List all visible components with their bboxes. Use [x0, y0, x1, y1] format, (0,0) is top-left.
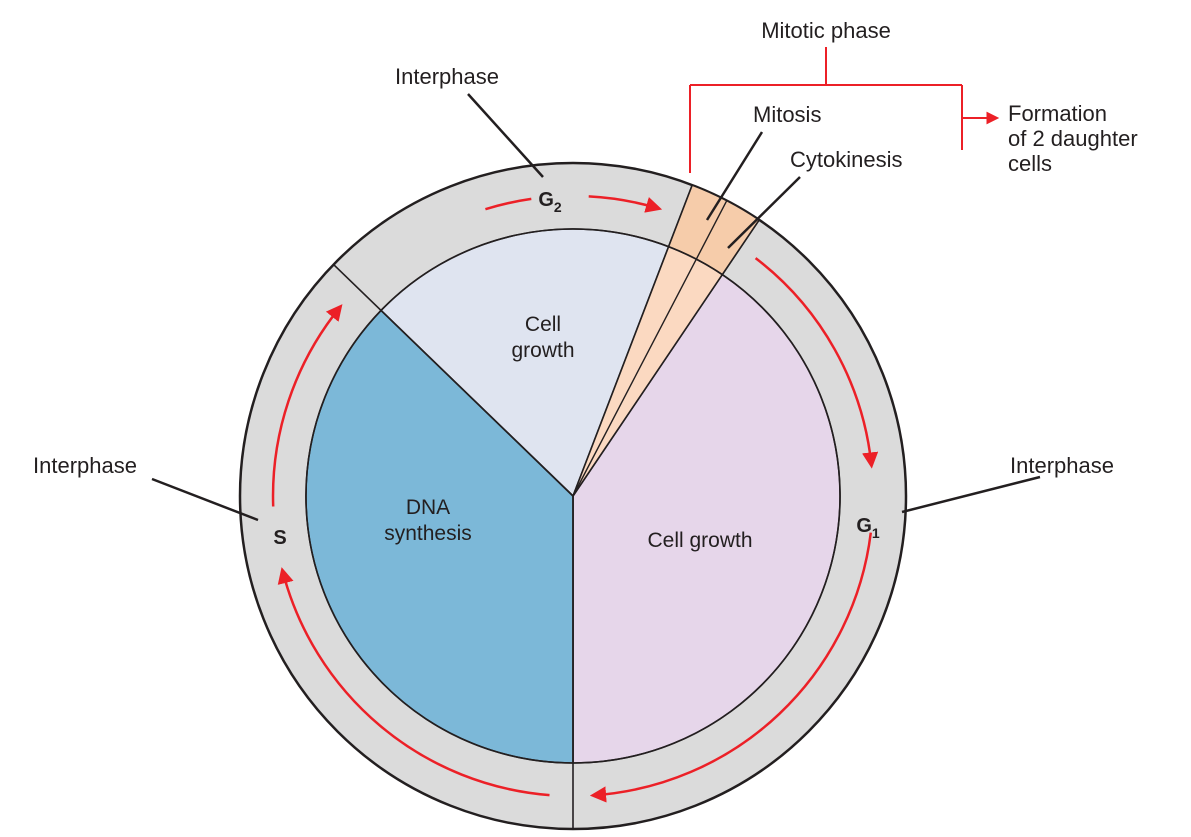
cycle-arrow-mitosis-to-g1 [754, 257, 879, 469]
diagram-shapes [238, 161, 908, 831]
pointer-mitosis [705, 131, 764, 221]
label-formation-line3: cells [1008, 151, 1052, 176]
label-g2-sub: 2 [554, 199, 562, 215]
pointer-interphase-right [901, 475, 1041, 514]
cycle-arrow-s-to-g2 [271, 304, 343, 507]
pointer-cytokinesis [727, 176, 801, 249]
label-g2-cell-growth: Cell growth [511, 313, 574, 362]
label-g1-base: G [856, 515, 872, 537]
label-g1: G1 [856, 515, 880, 541]
cycle-arrows [271, 195, 879, 803]
label-g2: G2 [538, 189, 562, 215]
cycle-arrow-top-left [485, 197, 532, 211]
pointer-interphase-top [467, 93, 544, 178]
label-g1-cell-growth: Cell growth [647, 529, 752, 552]
radial-line-s-g2 [333, 264, 574, 497]
cycle-arrow-g1-to-bottom [589, 532, 873, 803]
label-interphase-left: Interphase [33, 453, 137, 478]
label-g1-sub: 1 [872, 525, 880, 541]
label-g2-cell-growth-line1: Cell [525, 313, 561, 336]
cycle-arrow-g2-to-mitosis [588, 195, 663, 213]
label-dna-synthesis-line1: DNA [406, 496, 450, 519]
pointer-lines [151, 93, 1041, 522]
label-formation-daughter-cells: Formation of 2 daughter cells [1008, 101, 1138, 176]
labels: Interphase Mitotic phase Mitosis Cytokin… [33, 18, 1138, 552]
label-g2-cell-growth-line2: growth [511, 339, 574, 362]
label-mitosis: Mitosis [753, 102, 821, 127]
divider-mitosis-cytokinesis [572, 200, 728, 497]
cycle-arrow-bottom-to-s [277, 567, 550, 797]
label-formation-line2: of 2 daughter [1008, 126, 1138, 151]
label-formation-line1: Formation [1008, 101, 1107, 126]
label-interphase-right: Interphase [1010, 453, 1114, 478]
label-dna-synthesis: DNA synthesis [384, 496, 472, 545]
label-mitotic-phase: Mitotic phase [761, 18, 891, 43]
label-cytokinesis: Cytokinesis [790, 147, 902, 172]
label-dna-synthesis-line2: synthesis [384, 522, 472, 545]
label-g2-base: G [538, 189, 554, 211]
label-s: S [273, 527, 286, 549]
mitotic-phase-bracket [689, 47, 1000, 173]
label-interphase-top: Interphase [395, 64, 499, 89]
pointer-interphase-left [151, 477, 259, 522]
